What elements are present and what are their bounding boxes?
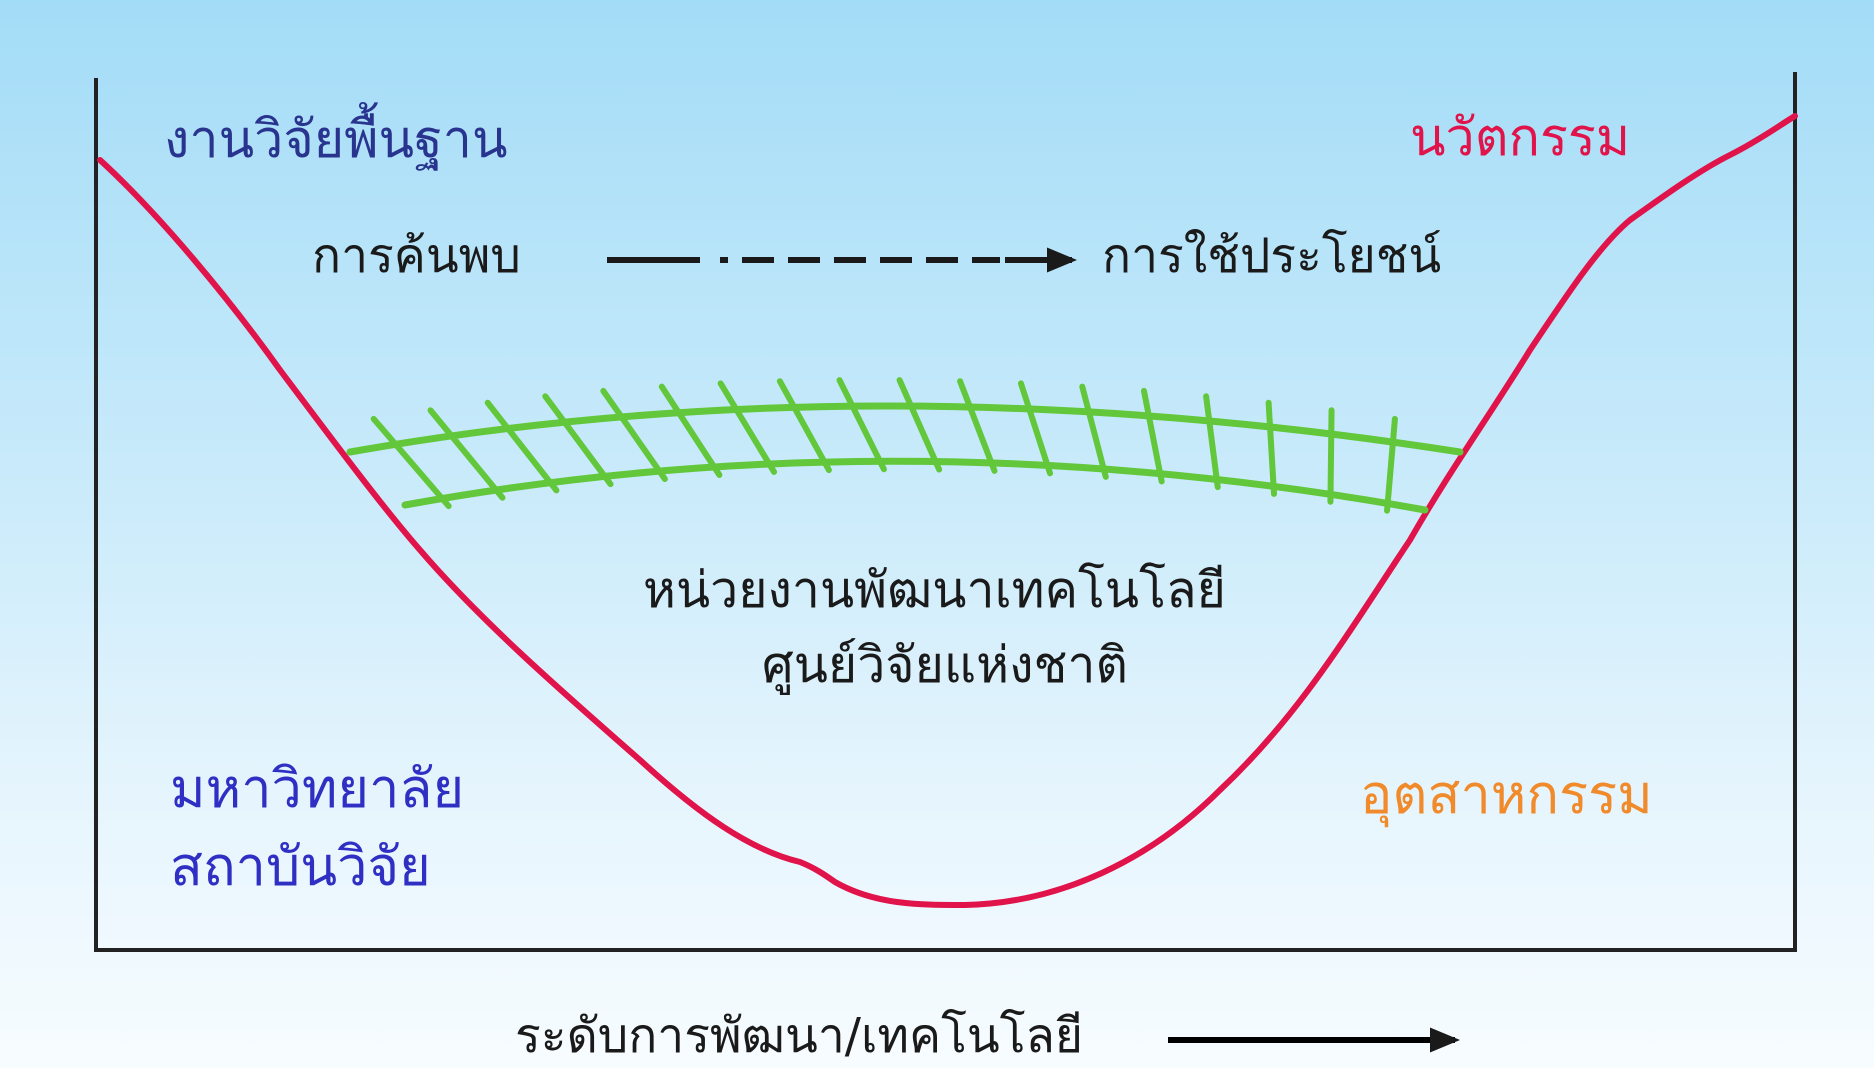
- bridge-tie: [1203, 393, 1221, 491]
- frame-axes: [94, 72, 1797, 952]
- industry-label: อุตสาหกรรม: [1360, 763, 1653, 826]
- x-axis-label: ระดับการพัฒนา/เทคโนโลยี: [515, 1008, 1084, 1064]
- university-label-line2: สถาบันวิจัย: [170, 835, 431, 898]
- bridge-tie: [542, 393, 614, 488]
- innovation-label: นวัตกรรม: [1410, 108, 1631, 168]
- bridge-tie: [836, 377, 887, 473]
- bridge-rail-top: [346, 402, 1464, 456]
- bridge-tie: [484, 399, 560, 494]
- utilization-label: การใช้ประโยชน์: [1102, 228, 1442, 284]
- bridge-ties: [370, 377, 1398, 514]
- bridge-tie: [776, 378, 832, 474]
- bridge-tie: [1140, 387, 1165, 485]
- bridge-tie: [957, 378, 998, 474]
- tech-dev-unit-label-line1: หน่วยงานพัฒนาเทคโนโลยี: [643, 561, 1226, 619]
- bridge-tie: [600, 387, 668, 483]
- university-label-line1: มหาวิทยาลัย: [170, 757, 465, 820]
- bridge-tie: [896, 377, 943, 473]
- basic-research-label: งานวิจัยพื้นฐาน: [164, 110, 508, 170]
- valley-curve: [97, 113, 1798, 908]
- bridge-tie: [1079, 383, 1109, 480]
- discovery-label: การค้นพบ: [312, 228, 521, 284]
- bridge-tie: [1327, 407, 1335, 505]
- bridge-tie: [1017, 380, 1054, 477]
- tech-dev-unit-label-line2: ศูนย์วิจัยแห่งชาติ: [762, 636, 1128, 694]
- bridge-tie: [1265, 399, 1278, 497]
- bridge-tie: [427, 407, 506, 501]
- bridge-tie: [1384, 415, 1398, 514]
- bridge-tie: [717, 380, 778, 475]
- bridge-tie: [370, 415, 452, 510]
- bridge-tie: [658, 383, 723, 478]
